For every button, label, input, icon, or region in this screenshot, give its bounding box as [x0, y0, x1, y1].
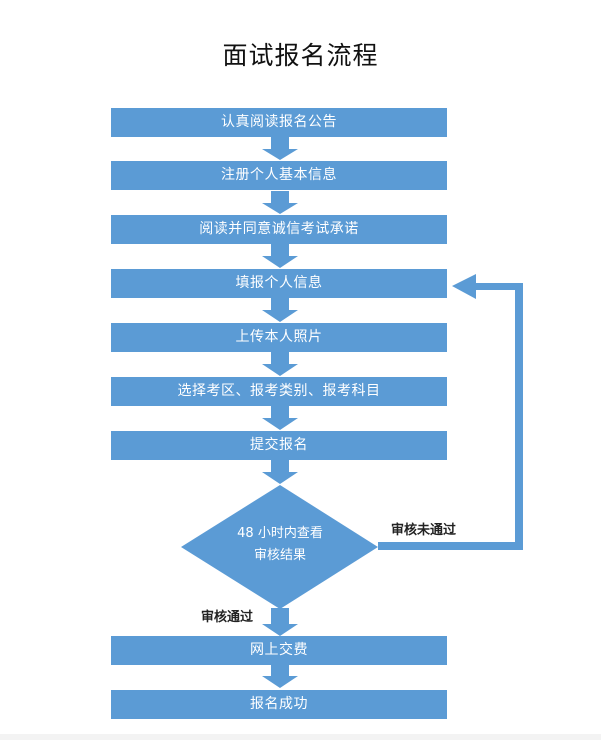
arrow-down-8: [262, 608, 298, 636]
arrow-down-3: [262, 244, 298, 268]
page-bottom-border: [0, 734, 601, 740]
step-online-payment: 网上交费: [111, 636, 447, 665]
edge-label-rejected: 审核未通过: [391, 523, 457, 538]
arrow-down-1: [262, 137, 298, 160]
edge-label-approved: 审核通过: [201, 610, 254, 625]
step-read-announcement: 认真阅读报名公告: [111, 108, 447, 137]
page-title: 面试报名流程: [222, 41, 379, 70]
step-register-info: 注册个人基本信息: [111, 161, 447, 190]
step-fill-personal-info: 填报个人信息: [111, 269, 447, 298]
arrow-down-6: [262, 406, 298, 430]
arrow-down-2: [262, 191, 298, 214]
step-upload-photo: 上传本人照片: [111, 323, 447, 352]
loop-back-arrowhead: [452, 274, 476, 299]
decision-diamond: [181, 485, 378, 609]
arrow-down-9: [262, 664, 298, 688]
arrow-down-5: [262, 352, 298, 376]
arrow-down-4: [262, 298, 298, 322]
step-registration-success: 报名成功: [111, 690, 447, 719]
step-agree-commitment: 阅读并同意诚信考试承诺: [111, 215, 447, 244]
arrow-down-7: [262, 460, 298, 484]
step-submit: 提交报名: [111, 431, 447, 460]
step-select-options: 选择考区、报考类别、报考科目: [111, 377, 447, 406]
decision-line-2: 审核结果: [253, 548, 306, 563]
decision-text: 48 小时内查看 审核结果: [205, 523, 355, 567]
decision-line-1: 48 小时内查看: [237, 526, 323, 541]
